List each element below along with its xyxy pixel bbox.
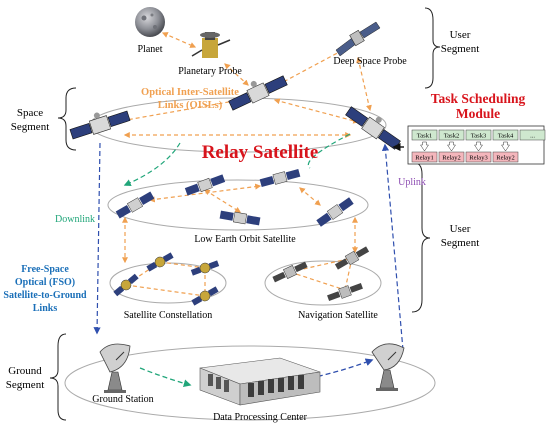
link-leo-left-right bbox=[148, 183, 262, 203]
leo-orbit bbox=[107, 179, 369, 231]
label-oisl-1: Optical Inter-Satellite bbox=[141, 87, 239, 98]
relay-satellite-right-icon bbox=[345, 106, 401, 150]
relay-cell-label: Relay2 bbox=[442, 155, 460, 162]
task-cell bbox=[411, 129, 438, 141]
label-ground-segment-2: Segment bbox=[6, 379, 45, 391]
task-cell-label: ... bbox=[530, 133, 535, 140]
bracket-user-top bbox=[424, 7, 441, 89]
task-cell-label: Task4 bbox=[498, 133, 514, 140]
constellation-satellite-d-icon bbox=[191, 286, 219, 306]
link-nav-b bbox=[289, 271, 346, 291]
leo-satellite-far-right-icon bbox=[316, 197, 354, 227]
label-space-segment-1: Space bbox=[17, 107, 43, 119]
planetary-probe-icon bbox=[191, 32, 231, 58]
label-fso-3: Satellite-to-Ground bbox=[3, 290, 87, 301]
task-to-relay-arrow bbox=[474, 141, 483, 152]
link-planet-probe bbox=[161, 32, 197, 48]
link-oisl-right bbox=[273, 98, 360, 124]
relay-cell-label: Relay2 bbox=[496, 155, 514, 162]
label-relay-satellite: Relay Satellite bbox=[202, 142, 319, 163]
task-to-relay-arrow bbox=[501, 141, 510, 152]
label-ground-station: Ground Station bbox=[92, 394, 153, 405]
relay-cell-label: Relay1 bbox=[415, 155, 433, 162]
task-module-title-2: Module bbox=[456, 106, 500, 121]
data-processing-center-icon bbox=[199, 357, 321, 406]
label-data-processing-center: Data Processing Center bbox=[213, 412, 308, 423]
downlink-line bbox=[93, 142, 101, 335]
task-cell bbox=[492, 129, 519, 141]
deep-space-probe-icon bbox=[335, 21, 381, 57]
relay-satellite-left-icon bbox=[69, 110, 131, 140]
relay-cell bbox=[492, 151, 519, 163]
label-user-segment-mid-1: User bbox=[450, 223, 471, 235]
ground-station-right-dish-icon bbox=[371, 343, 405, 391]
constellation-satellite-a-icon bbox=[146, 252, 174, 272]
dpc-to-gs-right-arrow bbox=[309, 358, 374, 379]
leo-satellite-left-icon bbox=[115, 191, 155, 219]
task-cell bbox=[465, 129, 492, 141]
label-user-segment-top-1: User bbox=[450, 29, 471, 41]
navigation-satellite-c-icon bbox=[327, 283, 363, 301]
link-const-b bbox=[159, 261, 206, 269]
task-cell bbox=[519, 129, 546, 141]
task-module-title-1: Task Scheduling bbox=[431, 91, 526, 106]
link-deep-probe-relay-right bbox=[356, 56, 372, 112]
label-oisl-2: Links (OISLs) bbox=[158, 100, 223, 111]
relay-cell bbox=[411, 151, 438, 163]
label-planetary-probe: Planetary Probe bbox=[178, 66, 242, 77]
label-planet: Planet bbox=[138, 44, 163, 55]
link-const-c bbox=[125, 284, 206, 297]
label-downlink: Downlink bbox=[55, 214, 95, 225]
label-deep-space-probe: Deep Space Probe bbox=[333, 56, 407, 67]
link-probe-relay-top bbox=[224, 63, 249, 86]
link-leo-right bbox=[299, 187, 321, 206]
label-satellite-constellation: Satellite Constellation bbox=[124, 310, 213, 321]
label-navigation-satellite: Navigation Satellite bbox=[298, 310, 378, 321]
task-to-relay-arrow bbox=[447, 141, 456, 152]
link-oisl-left bbox=[113, 97, 242, 125]
bracket-space bbox=[57, 87, 77, 151]
task-to-relay-arrow bbox=[420, 141, 429, 152]
task-cell-label: Task2 bbox=[444, 133, 459, 140]
leo-satellite-top-icon bbox=[184, 174, 226, 196]
label-user-segment-top-2: Segment bbox=[441, 43, 480, 55]
label-uplink: Uplink bbox=[398, 177, 426, 188]
label-fso-1: Free-Space bbox=[21, 264, 69, 275]
leo-satellite-right-icon bbox=[259, 168, 301, 188]
leo-satellite-bottom-icon bbox=[219, 210, 261, 226]
link-nav-c bbox=[344, 257, 353, 291]
navigation-satellite-a-icon bbox=[272, 261, 308, 283]
relay-satellite-top-icon bbox=[228, 75, 288, 111]
label-ground-segment-1: Ground bbox=[8, 365, 42, 377]
planet-icon bbox=[135, 7, 165, 37]
label-leo-satellite: Low Earth Orbit Satellite bbox=[194, 234, 296, 245]
bracket-user-mid bbox=[411, 161, 431, 313]
label-space-segment-2: Segment bbox=[11, 121, 50, 133]
constellation-satellite-c-icon bbox=[190, 260, 220, 276]
relay-cell-label: Relay3 bbox=[469, 155, 487, 162]
task-cell-label: Task3 bbox=[471, 133, 486, 140]
constellation-satellite-b-icon bbox=[113, 273, 139, 297]
gs-to-dpc-arrow bbox=[139, 367, 192, 388]
label-fso-2: Optical (FSO) bbox=[15, 277, 75, 288]
relay-cell bbox=[438, 151, 465, 163]
ground-station-dish-icon bbox=[99, 343, 131, 393]
label-user-segment-mid-2: Segment bbox=[441, 237, 480, 249]
ground-ellipse bbox=[64, 345, 436, 421]
bracket-ground bbox=[49, 333, 67, 421]
task-cell bbox=[438, 129, 465, 141]
uplink-line bbox=[381, 143, 404, 351]
navigation-orbit bbox=[264, 260, 382, 306]
task-cell-label: Task1 bbox=[417, 133, 432, 140]
label-fso-4: Links bbox=[33, 303, 58, 314]
relay-cell bbox=[465, 151, 492, 163]
navigation-satellite-b-icon bbox=[334, 246, 370, 270]
link-leo-centre bbox=[203, 189, 242, 213]
green-return-arrow bbox=[307, 133, 351, 169]
